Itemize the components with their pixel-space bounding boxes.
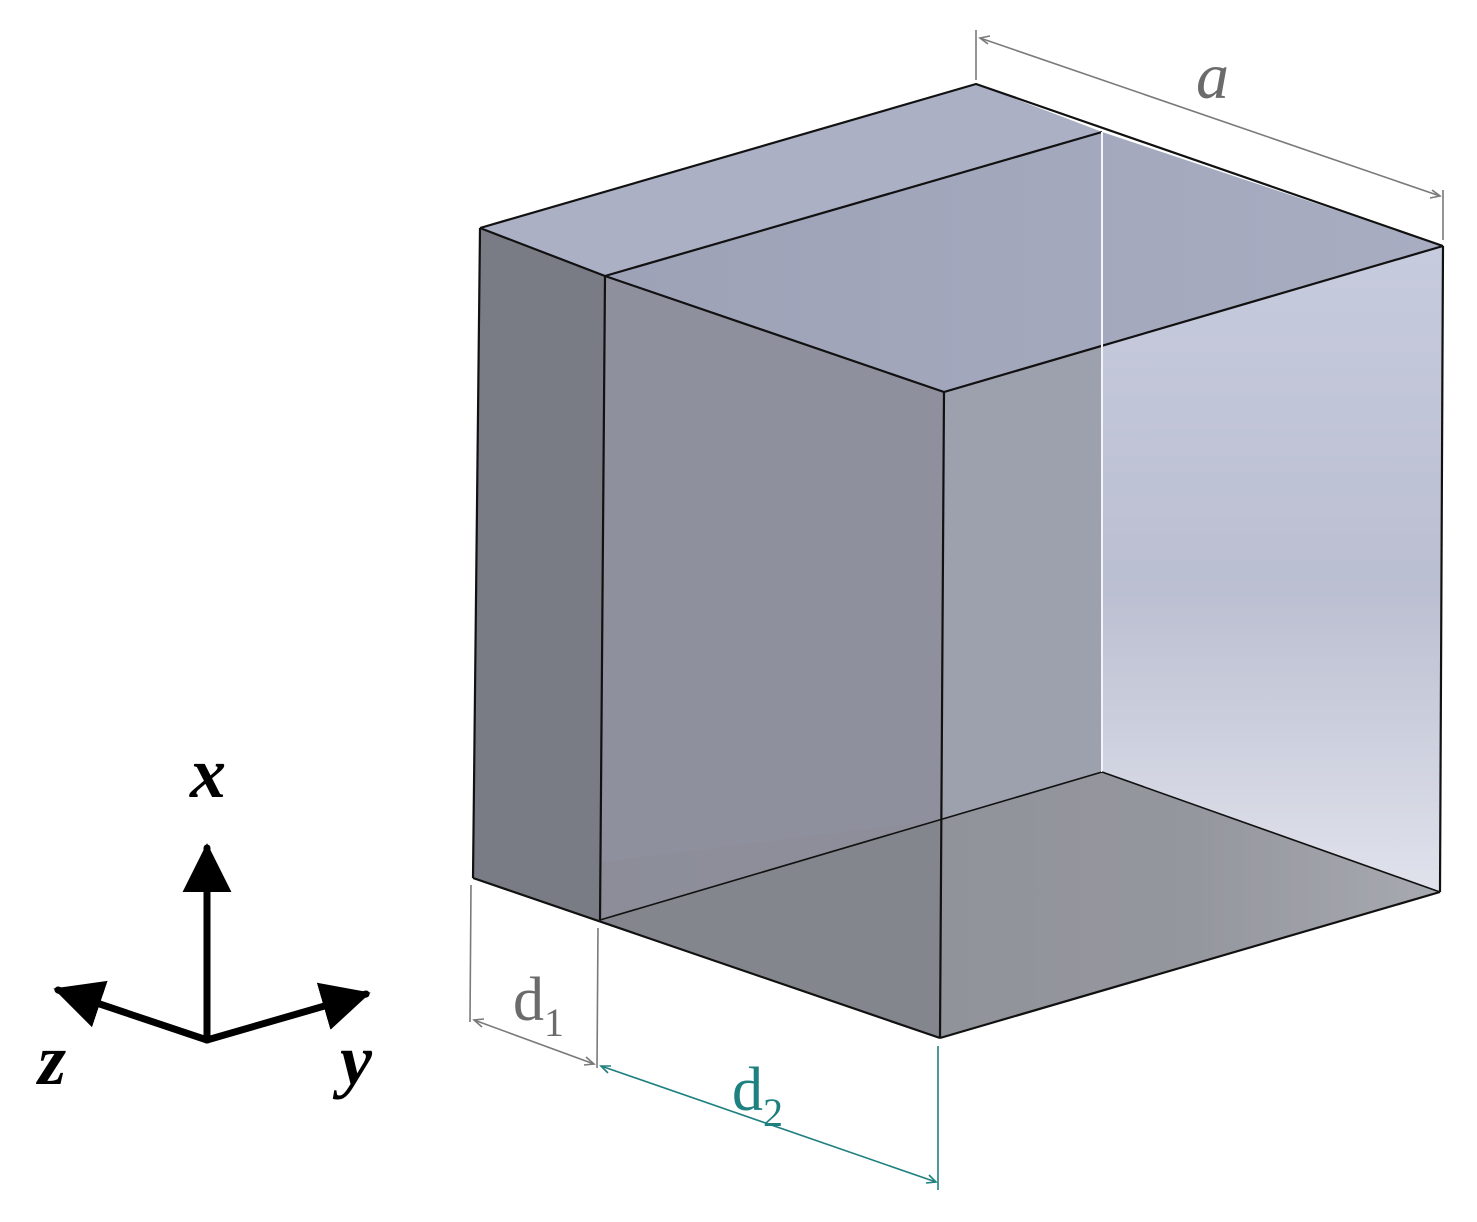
- coordinate-axes: [53, 843, 371, 1044]
- cube-top-panel-back: [605, 132, 1443, 392]
- axis-z-arrow: [53, 980, 211, 1044]
- label-d2-subscript: 2: [763, 1090, 783, 1135]
- axis-x-label: x: [189, 733, 226, 813]
- dimension-d1: [469, 884, 599, 1069]
- axis-y-label: y: [332, 1020, 373, 1100]
- label-d1: d1: [513, 966, 564, 1045]
- cube-slab-d1-face: [473, 228, 605, 920]
- cube-top-strip: [480, 84, 1102, 276]
- cube-floor-front: [600, 820, 940, 1038]
- axis-z-label: z: [35, 1020, 66, 1100]
- cube-right-glass: [940, 246, 1443, 1038]
- cube-edges: [471, 82, 1445, 1040]
- cube-back-right-face: [1102, 132, 1443, 892]
- dimension-d2: [599, 1046, 939, 1190]
- label-d1-subscript: 1: [544, 1000, 564, 1045]
- axis-y-arrow: [203, 982, 371, 1044]
- label-a: a: [1196, 40, 1229, 113]
- dimension-a: [975, 30, 1444, 240]
- label-d2: d2: [732, 1056, 783, 1135]
